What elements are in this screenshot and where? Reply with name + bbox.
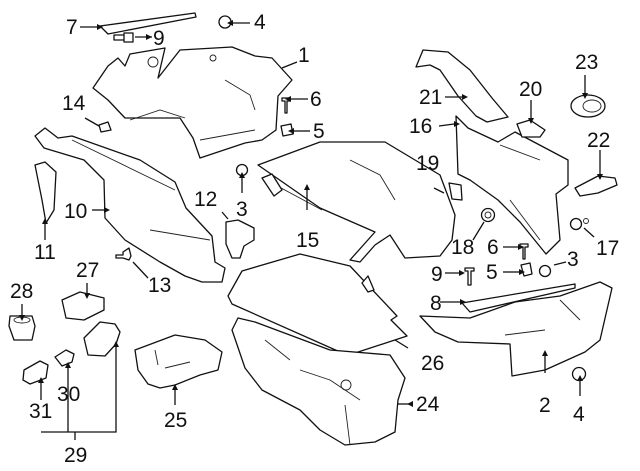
part-13-fastener [115,247,132,261]
callout-4b: 4 [573,403,585,426]
part-29-lamp-housing [83,321,121,357]
part-9-retainer [113,32,134,43]
part-23-speaker [570,94,606,118]
callout-17: 17 [596,237,619,260]
part-5-clip [520,262,533,277]
part-22-handle [574,175,618,197]
callout-18: 18 [451,236,474,259]
part-9-retainer [464,267,475,286]
callout-27: 27 [76,259,99,282]
part-19-cover [448,182,463,201]
part-8-sill-strip [461,283,576,313]
part-26-floor-cover [227,253,408,355]
part-31-socket [22,360,49,385]
callout-10: 10 [64,200,87,223]
callout-3: 3 [236,198,248,221]
callout-23: 23 [575,51,598,74]
part-25-storage-tray [134,334,223,389]
part-1-upper-trim [92,46,293,159]
callout-29: 29 [64,444,87,467]
callout-16: 16 [409,115,432,138]
part-17-nut [569,217,589,231]
callout-15: 15 [296,229,319,252]
callout-3b: 3 [567,248,579,271]
callout-6: 6 [310,88,322,111]
part-7-sill-strip [99,12,197,35]
callout-11: 11 [34,241,56,264]
callout-8: 8 [430,292,442,315]
callout-25: 25 [164,409,187,432]
callout-9: 9 [153,27,165,50]
callout-31: 31 [29,400,52,423]
callout-19: 19 [416,152,439,175]
arrowheads [19,20,603,407]
callout-13: 13 [148,274,171,297]
callout-24: 24 [416,393,440,416]
part-24-spare-well [231,317,406,446]
part-18-nut [480,207,496,223]
part-28-socket [8,315,36,341]
part-16-side-trim [455,115,569,255]
callout-1: 1 [298,44,310,67]
callout-20: 20 [519,78,542,101]
callout-7: 7 [66,16,78,39]
part-5-clip [280,123,294,137]
callout-9b: 9 [431,263,443,286]
callout-12: 12 [194,188,217,211]
part-11-bracket [34,161,57,224]
part-10-side-trim [34,127,226,283]
callout-2: 2 [539,394,551,417]
callout-5b: 5 [486,261,498,284]
part-12-bracket [225,219,255,259]
part-14-cover [98,121,112,133]
part-30-bulb [54,349,75,367]
part-2-rear-panel [419,281,613,377]
callout-30: 30 [57,383,80,406]
part-20-cover [516,119,546,138]
part-27-switch [61,291,105,321]
callout-14: 14 [62,92,86,115]
part-15-floor-panel [257,141,456,263]
callout-4: 4 [254,11,266,34]
callout-26: 26 [421,352,444,375]
part-3-cap [538,264,552,278]
part-21-trim-strip [415,49,509,123]
callout-labels: 7 9 4 1 6 5 14 10 11 12 3 13 15 19 18 21… [10,11,619,467]
callout-22: 22 [587,129,610,152]
callout-5: 5 [313,120,325,143]
callout-6b: 6 [487,236,499,259]
callout-28: 28 [10,280,33,303]
callout-21: 21 [419,86,442,109]
